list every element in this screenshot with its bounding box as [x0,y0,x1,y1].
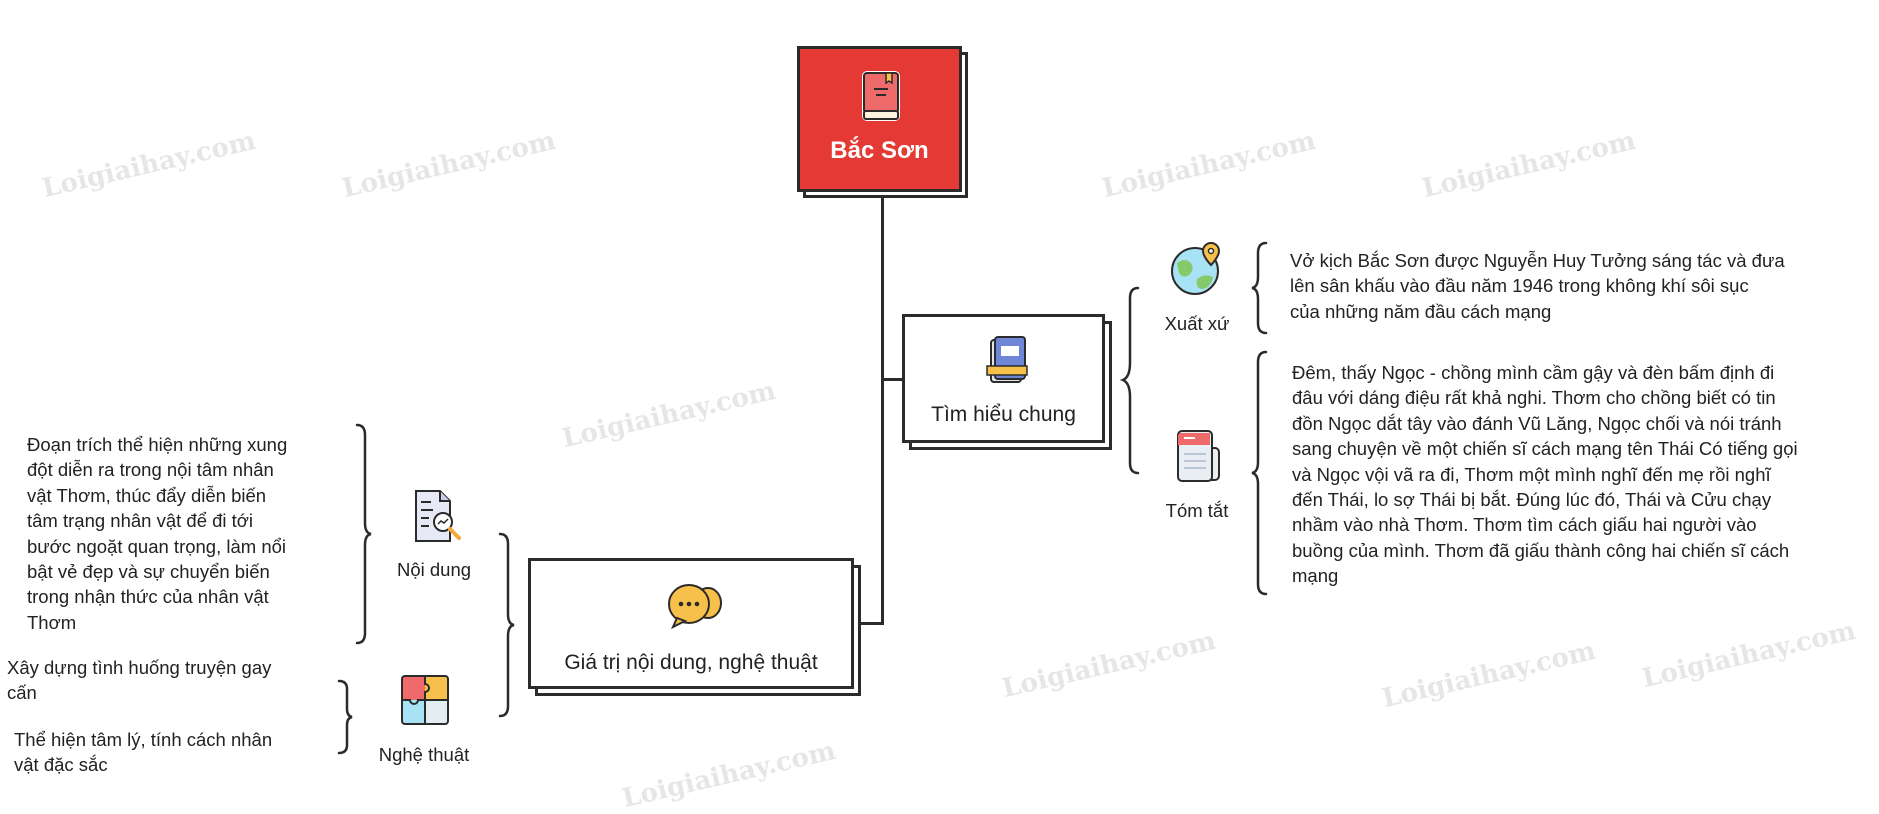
brace-art [337,679,353,755]
blue-book-icon [986,336,1028,383]
chat-bubbles-icon [668,584,722,629]
text-line: của những năm đầu cách mạng [1290,300,1552,322]
watermark: Loigiaihay.com [619,735,839,814]
watermark: Loigiaihay.com [1099,125,1319,205]
text-line: Vở kịch Bắc Sơn được Nguyễn Huy Tưởng sá… [1290,250,1785,271]
text-line: vật Thơm, thúc đẩy diễn biến [27,484,267,506]
text-line: tâm trạng nhân vật để đi tới [27,510,254,532]
origin-text: Vở kịch Bắc Sơn được Nguyễn Huy Tưởng sá… [1290,248,1785,324]
watermark: Loigiaihay.com [559,375,779,455]
document-search-icon [415,490,461,542]
root-node[interactable]: Bắc Sơn [797,46,962,192]
connector-general [881,378,903,381]
origin-label: Xuất xứ [1164,313,1230,334]
brace-summary [1251,350,1268,596]
general-title: Tìm hiểu chung [931,403,1076,426]
text-line: bước ngoặt quan trọng, làm nổi [27,535,287,557]
text-line: nhầm vào nhà Thơm. Thơm tìm cách giấu ha… [1292,514,1757,536]
art-label: Nghệ thuật [378,744,470,765]
content-label: Nội dung [396,559,472,580]
text-line: mạng [1292,565,1339,587]
text-line: buồng của mình. Thơm đã giấu thành công … [1292,539,1790,561]
root-trunk [881,192,884,624]
text-line: lên sân khấu vào đầu năm 1946 trong khôn… [1290,275,1749,297]
watermark: Loigiaihay.com [1419,125,1639,205]
summary-text: Đêm, thấy Ngọc - chồng mình cầm gậy và đ… [1292,360,1798,589]
root-title: Bắc Sơn [830,137,929,164]
text-line: đâu với dáng điệu rất khả nghi. Thơm cho… [1292,387,1776,409]
text-line: Thơm [27,611,77,633]
brace-general [1119,286,1140,475]
text-line: bật vẻ đẹp và sự chuyển biến [27,561,270,583]
summary-label: Tóm tắt [1165,500,1229,521]
watermark: Loigiaihay.com [1379,635,1599,715]
book-icon [862,71,900,121]
content-text: Đoạn trích thể hiện những xung đột diễn … [27,432,287,635]
watermark: Loigiaihay.com [999,625,1219,705]
text-line: đồn Ngọc dắt tây vào đánh Vũ Lăng, Ngọc … [1292,412,1782,434]
text-line: cấn [7,682,37,704]
text-line: và Ngọc vội vã ra đi, Thơm một mình nghĩ… [1292,463,1771,485]
text-line: đến Thái, lo sợ Thái bị bắt. Đúng lúc đó… [1292,489,1772,511]
text-line: vật đặc sắc [14,754,108,776]
brace-content [355,423,372,645]
text-line: sang chuyện về một chiến sĩ cách mạng tê… [1292,438,1798,460]
text-line: Thể hiện tâm lý, tính cách nhân [14,729,273,750]
text-line: Đêm, thấy Ngọc - chồng mình cầm gậy và đ… [1292,362,1775,383]
text-line: trong nhận thức của nhân vật [27,586,269,608]
text-line: Đoạn trích thể hiện những xung [27,434,288,455]
text-line: đột diễn ra trong nội tâm nhân [27,459,274,481]
globe-pin-icon [1171,241,1221,295]
connector-value [856,622,884,625]
watermark: Loigiaihay.com [1639,615,1859,695]
value-title: Giá trị nội dung, nghệ thuật [564,651,818,674]
puzzle-icon [401,675,449,725]
newspaper-icon [1177,430,1220,482]
art-item-2: Thể hiện tâm lý, tính cách nhân vật đặc … [14,727,272,778]
brace-value [498,532,515,718]
general-node[interactable]: Tìm hiểu chung [902,314,1105,443]
text-line: Xây dựng tình huống truyện gay [7,657,272,678]
watermark: Loigiaihay.com [339,125,559,205]
watermark: Loigiaihay.com [39,125,259,205]
value-node[interactable]: Giá trị nội dung, nghệ thuật [528,558,854,689]
art-item-1: Xây dựng tình huống truyện gay cấn [7,655,271,706]
